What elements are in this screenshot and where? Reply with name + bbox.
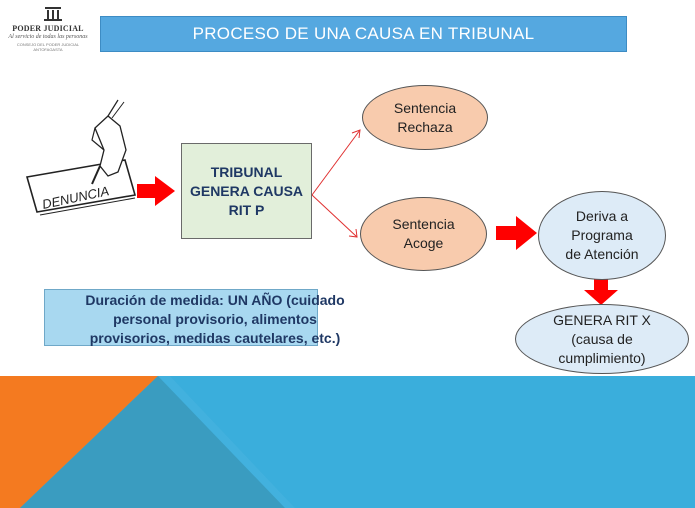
note-line-3: provisorios, medidas cautelares, etc.) — [89, 330, 341, 346]
sentencia-acoge-line-1: Sentencia — [392, 216, 455, 232]
logo-title: PODER JUDICIAL — [12, 24, 84, 33]
tribunal-line-1: TRIBUNAL — [210, 163, 283, 180]
arrow-tribunal-to-rechaza — [311, 129, 361, 196]
genera-rit-x-node: GENERA RIT X (causa de cumplimiento) — [515, 304, 689, 374]
courthouse-icon — [44, 7, 62, 21]
sentencia-acoge-node: Sentencia Acoge — [360, 197, 487, 271]
tribunal-genera-causa-box: TRIBUNAL GENERA CAUSA RIT P — [181, 143, 312, 239]
deriva-line-2: Programa — [571, 227, 633, 243]
duracion-medida-note-box — [44, 289, 318, 346]
rit-x-line-1: GENERA RIT X — [553, 311, 651, 328]
footer-orange-triangle — [0, 376, 158, 508]
arrow-acoge-to-deriva — [496, 216, 537, 250]
page-title-bar: PROCESO DE UNA CAUSA EN TRIBUNAL — [100, 16, 627, 52]
sentencia-rechaza-node: Sentencia Rechaza — [362, 85, 488, 150]
tribunal-line-3: RIT P — [228, 201, 265, 218]
duracion-medida-note: Duración de medida: UN AÑO (cuidado pers… — [50, 291, 380, 348]
arrow-denuncia-to-tribunal — [137, 176, 175, 206]
tribunal-line-2: GENERA CAUSA — [189, 182, 304, 199]
poder-judicial-logo: PODER JUDICIAL Al servicio de todas las … — [6, 4, 90, 62]
logo-subtitle: CONSEJO DEL PODER JUDICIAL ANTOFAGASTA — [16, 42, 80, 52]
sentencia-acoge-line-2: Acoge — [403, 235, 444, 251]
sentencia-rechaza-line-1: Sentencia — [393, 99, 457, 116]
logo-tagline: Al servicio de todas las personas — [8, 34, 88, 40]
arrow-deriva-to-rit-x — [584, 276, 618, 305]
sentencia-rechaza-line-2: Rechaza — [397, 118, 453, 135]
note-line-1: Duración de medida: UN AÑO (cuidado — [85, 292, 345, 308]
arrow-tribunal-to-acoge — [311, 194, 358, 238]
note-line-2: personal provisorio, alimentos — [113, 311, 317, 327]
footer-highlight — [158, 376, 295, 508]
page-title: PROCESO DE UNA CAUSA EN TRIBUNAL — [192, 24, 535, 43]
rit-x-line-2: (causa de — [571, 330, 633, 347]
deriva-line-3: de Atención — [565, 246, 639, 262]
footer-dark-blue-triangle — [20, 376, 285, 508]
deriva-programa-node: Deriva a Programa de Atención — [538, 191, 666, 280]
footer-decoration — [0, 376, 695, 508]
deriva-line-1: Deriva a — [575, 208, 629, 224]
denuncia-illustration: DENUNCIA — [25, 99, 137, 216]
rit-x-line-3: cumplimiento) — [558, 349, 646, 366]
